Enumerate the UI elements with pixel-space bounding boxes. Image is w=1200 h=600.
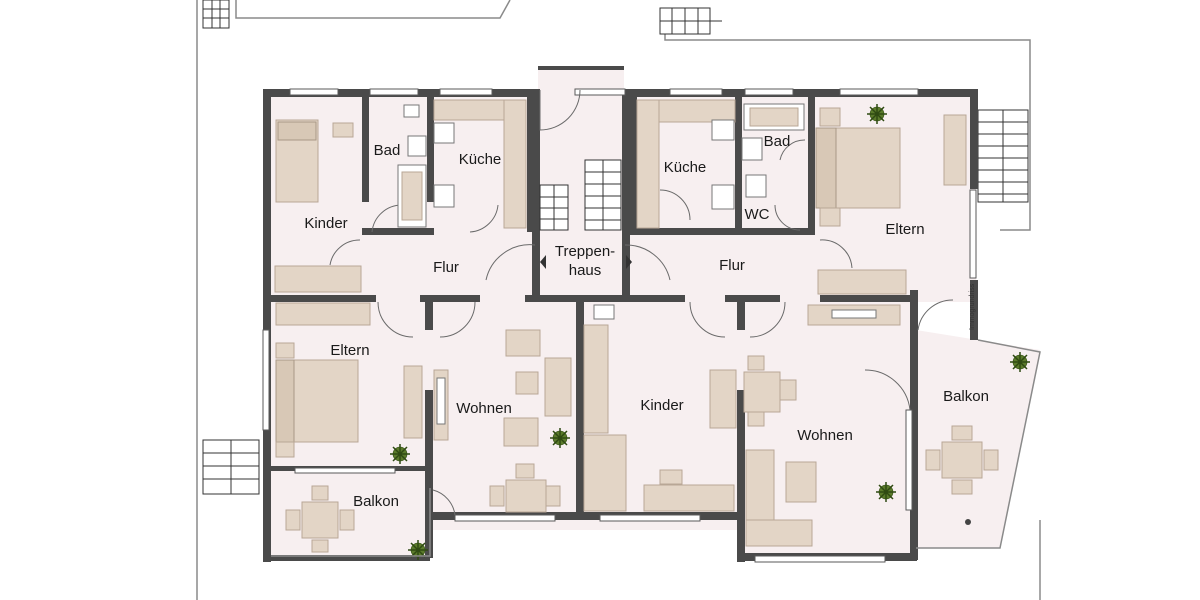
room-label-bad-left: Bad bbox=[374, 142, 401, 159]
plant-icon bbox=[390, 444, 410, 464]
room-label-kinder-left: Kinder bbox=[304, 215, 347, 232]
room-label-bad-right: Bad bbox=[764, 133, 791, 150]
staircase bbox=[539, 159, 632, 269]
balcony-outline-left bbox=[271, 488, 431, 557]
plant-icon bbox=[408, 540, 428, 560]
windows bbox=[262, 88, 977, 563]
exterior-steps-left bbox=[202, 439, 260, 495]
room-label-balkon-left: Balkon bbox=[353, 493, 399, 510]
room-label-eltern-right: Eltern bbox=[885, 221, 924, 238]
room-label-kinder-center: Kinder bbox=[640, 397, 683, 414]
room-label-treppenhaus-2: haus bbox=[569, 262, 602, 279]
plant-icon bbox=[876, 482, 896, 502]
room-label-kueche-left: Küche bbox=[459, 151, 502, 168]
doors bbox=[329, 89, 954, 516]
plant-icon bbox=[1010, 352, 1030, 372]
room-label-flur-left: Flur bbox=[433, 259, 459, 276]
plant-icon bbox=[867, 104, 887, 124]
exterior-steps-right bbox=[977, 109, 1029, 203]
room-label-flur-right: Flur bbox=[719, 257, 745, 274]
room-label-treppenhaus-1: Treppen- bbox=[555, 243, 615, 260]
room-label-eltern-left: Eltern bbox=[330, 342, 369, 359]
room-label-wohnen-right: Wohnen bbox=[797, 427, 853, 444]
room-label-wohnen-left: Wohnen bbox=[456, 400, 512, 417]
plant-icon bbox=[550, 428, 570, 448]
room-label-balkon-right: Balkon bbox=[943, 388, 989, 405]
plants bbox=[390, 104, 1030, 560]
exterior-steps-top-left bbox=[202, 0, 230, 29]
room-label-kueche-right: Küche bbox=[664, 159, 707, 176]
room-labels: Kinder Bad Küche Flur Treppen- haus Küch… bbox=[304, 133, 989, 510]
balcony-outline-right bbox=[916, 339, 1041, 549]
furniture bbox=[274, 99, 999, 553]
watermark-label: Immogrundriss bbox=[969, 283, 976, 330]
exterior-steps-top-center bbox=[659, 7, 722, 35]
room-label-wc-right: WC bbox=[745, 206, 770, 223]
